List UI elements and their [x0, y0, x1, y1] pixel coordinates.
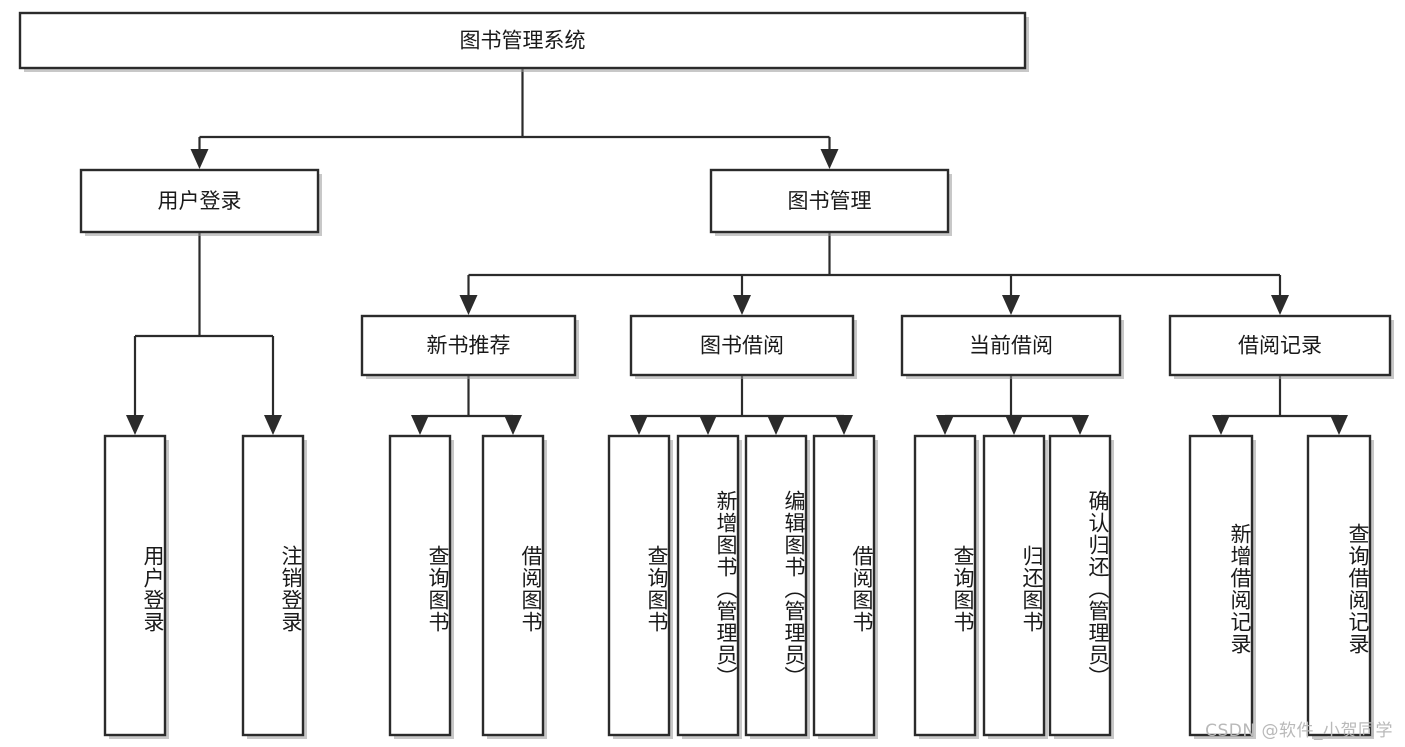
node-box-current-borrow[interactable] — [900, 314, 1122, 377]
arrowhead-icon — [411, 415, 429, 435]
arrowhead-icon — [504, 415, 522, 435]
node-box-leaf-logout[interactable] — [241, 434, 305, 737]
arrowhead-icon — [264, 415, 282, 435]
node-label-book-borrow: 图书借阅 — [700, 334, 784, 358]
arrowhead-icon — [630, 415, 648, 435]
arrowhead-icon — [767, 415, 785, 435]
arrowhead-icon — [1271, 295, 1289, 315]
node-label-new-book-rec: 新书推荐 — [427, 334, 511, 358]
watermark: CSDN @软件_小贺同学 — [1205, 721, 1393, 741]
arrowhead-icon — [1071, 415, 1089, 435]
arrowhead-icon — [1005, 415, 1023, 435]
node-box-leaf-borrow-book-2[interactable] — [812, 434, 876, 737]
node-box-user-login[interactable] — [79, 168, 320, 234]
arrowhead-icon — [190, 149, 209, 169]
node-box-leaf-query-book-3[interactable] — [913, 434, 977, 737]
arrowhead-icon — [1212, 415, 1230, 435]
arrowhead-icon — [1002, 295, 1020, 315]
node-box-new-book-rec[interactable] — [360, 314, 577, 377]
node-label-book-manage: 图书管理 — [788, 189, 872, 213]
node-label-root: 图书管理系统 — [460, 29, 586, 53]
node-label-borrow-record: 借阅记录 — [1238, 334, 1322, 358]
node-box-book-borrow[interactable] — [629, 314, 855, 377]
node-box-root[interactable] — [18, 11, 1027, 70]
node-box-leaf-edit-book[interactable] — [744, 434, 808, 737]
node-box-leaf-query-book-2[interactable] — [607, 434, 671, 737]
arrowhead-icon — [1330, 415, 1348, 435]
node-box-borrow-record[interactable] — [1168, 314, 1392, 377]
node-box-leaf-add-book[interactable] — [676, 434, 740, 737]
connector-layer — [126, 68, 1348, 435]
arrowhead-icon — [733, 295, 751, 315]
node-box-leaf-user-login[interactable] — [103, 434, 167, 737]
arrowhead-icon — [820, 149, 839, 169]
node-box-book-manage[interactable] — [709, 168, 950, 234]
node-label-user-login: 用户登录 — [158, 189, 242, 213]
arrowhead-icon — [936, 415, 954, 435]
node-box-leaf-query-record[interactable] — [1306, 434, 1372, 737]
node-box-leaf-return-book[interactable] — [982, 434, 1046, 737]
node-box-leaf-query-book-1[interactable] — [388, 434, 452, 737]
node-box-leaf-confirm-return[interactable] — [1048, 434, 1112, 737]
arrowhead-icon — [126, 415, 144, 435]
node-box-leaf-borrow-book-1[interactable] — [481, 434, 545, 737]
node-label-current-borrow: 当前借阅 — [969, 334, 1053, 358]
arrowhead-icon — [459, 295, 478, 315]
arrowhead-icon — [699, 415, 717, 435]
node-box-layer — [18, 11, 1394, 739]
node-box-leaf-add-record[interactable] — [1188, 434, 1254, 737]
arrowhead-icon — [835, 415, 853, 435]
